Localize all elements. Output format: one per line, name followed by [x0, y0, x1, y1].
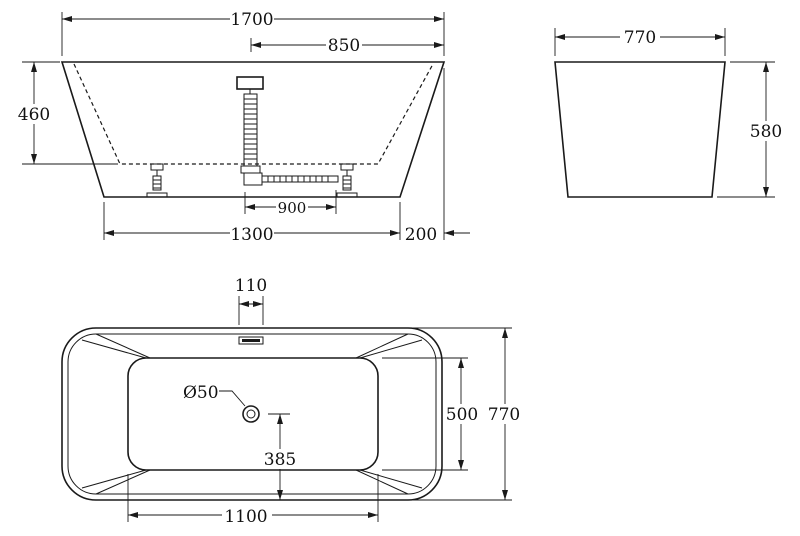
dim-half-length: 850	[250, 35, 444, 56]
dim-end-width: 770	[554, 28, 726, 56]
label-drain-diameter: Ø50	[183, 383, 219, 403]
plan-corner-slopes	[81, 333, 423, 495]
label-waste-spacing: 900	[278, 199, 307, 217]
dim-outer-width: 770	[410, 327, 523, 501]
label-drain-offset: 385	[264, 450, 296, 470]
label-half-length: 850	[328, 36, 360, 56]
label-side-length: 1700	[230, 10, 273, 30]
waste-pipe	[243, 172, 339, 186]
label-overflow-width: 110	[235, 276, 267, 296]
dim-end-height: 580	[717, 61, 784, 198]
label-inner-width: 500	[446, 405, 478, 425]
label-inner-depth: 460	[18, 105, 50, 125]
dim-foot-height: 200	[405, 68, 470, 245]
label-end-width: 770	[624, 28, 656, 48]
dim-base-length: 1300	[103, 202, 401, 245]
plan-drain	[219, 390, 260, 423]
plan-overflow	[238, 336, 264, 345]
plan-view: Ø50 110 500 770 385	[61, 276, 523, 527]
dim-waste-spacing: 900	[244, 190, 337, 217]
dim-inner-length: 1100	[127, 474, 379, 527]
label-inner-length: 1100	[224, 507, 267, 527]
end-tub-outline	[554, 61, 726, 198]
label-outer-width: 770	[488, 405, 520, 425]
dim-drain-offset: 385	[262, 413, 300, 500]
plan-rim-inner-edge	[67, 333, 437, 495]
side-tub-outline	[60, 61, 446, 198]
label-end-height: 580	[750, 122, 782, 142]
right-foot	[336, 163, 358, 198]
label-foot-height: 200	[405, 225, 437, 245]
dim-inner-width: 500	[382, 357, 480, 471]
overflow-pipe	[236, 76, 264, 174]
dim-inner-depth: 460	[14, 61, 118, 165]
dim-side-length: 1700	[61, 9, 445, 56]
plan-inner-floor	[127, 357, 379, 471]
side-inner-basin	[73, 63, 434, 165]
side-view: 1700 850 460 900	[14, 9, 470, 245]
plan-outer-rim	[61, 327, 443, 501]
label-base-length: 1300	[230, 225, 273, 245]
dim-overflow-width: 110	[235, 276, 267, 325]
left-foot	[146, 163, 168, 198]
end-view: 770 580	[554, 28, 784, 198]
